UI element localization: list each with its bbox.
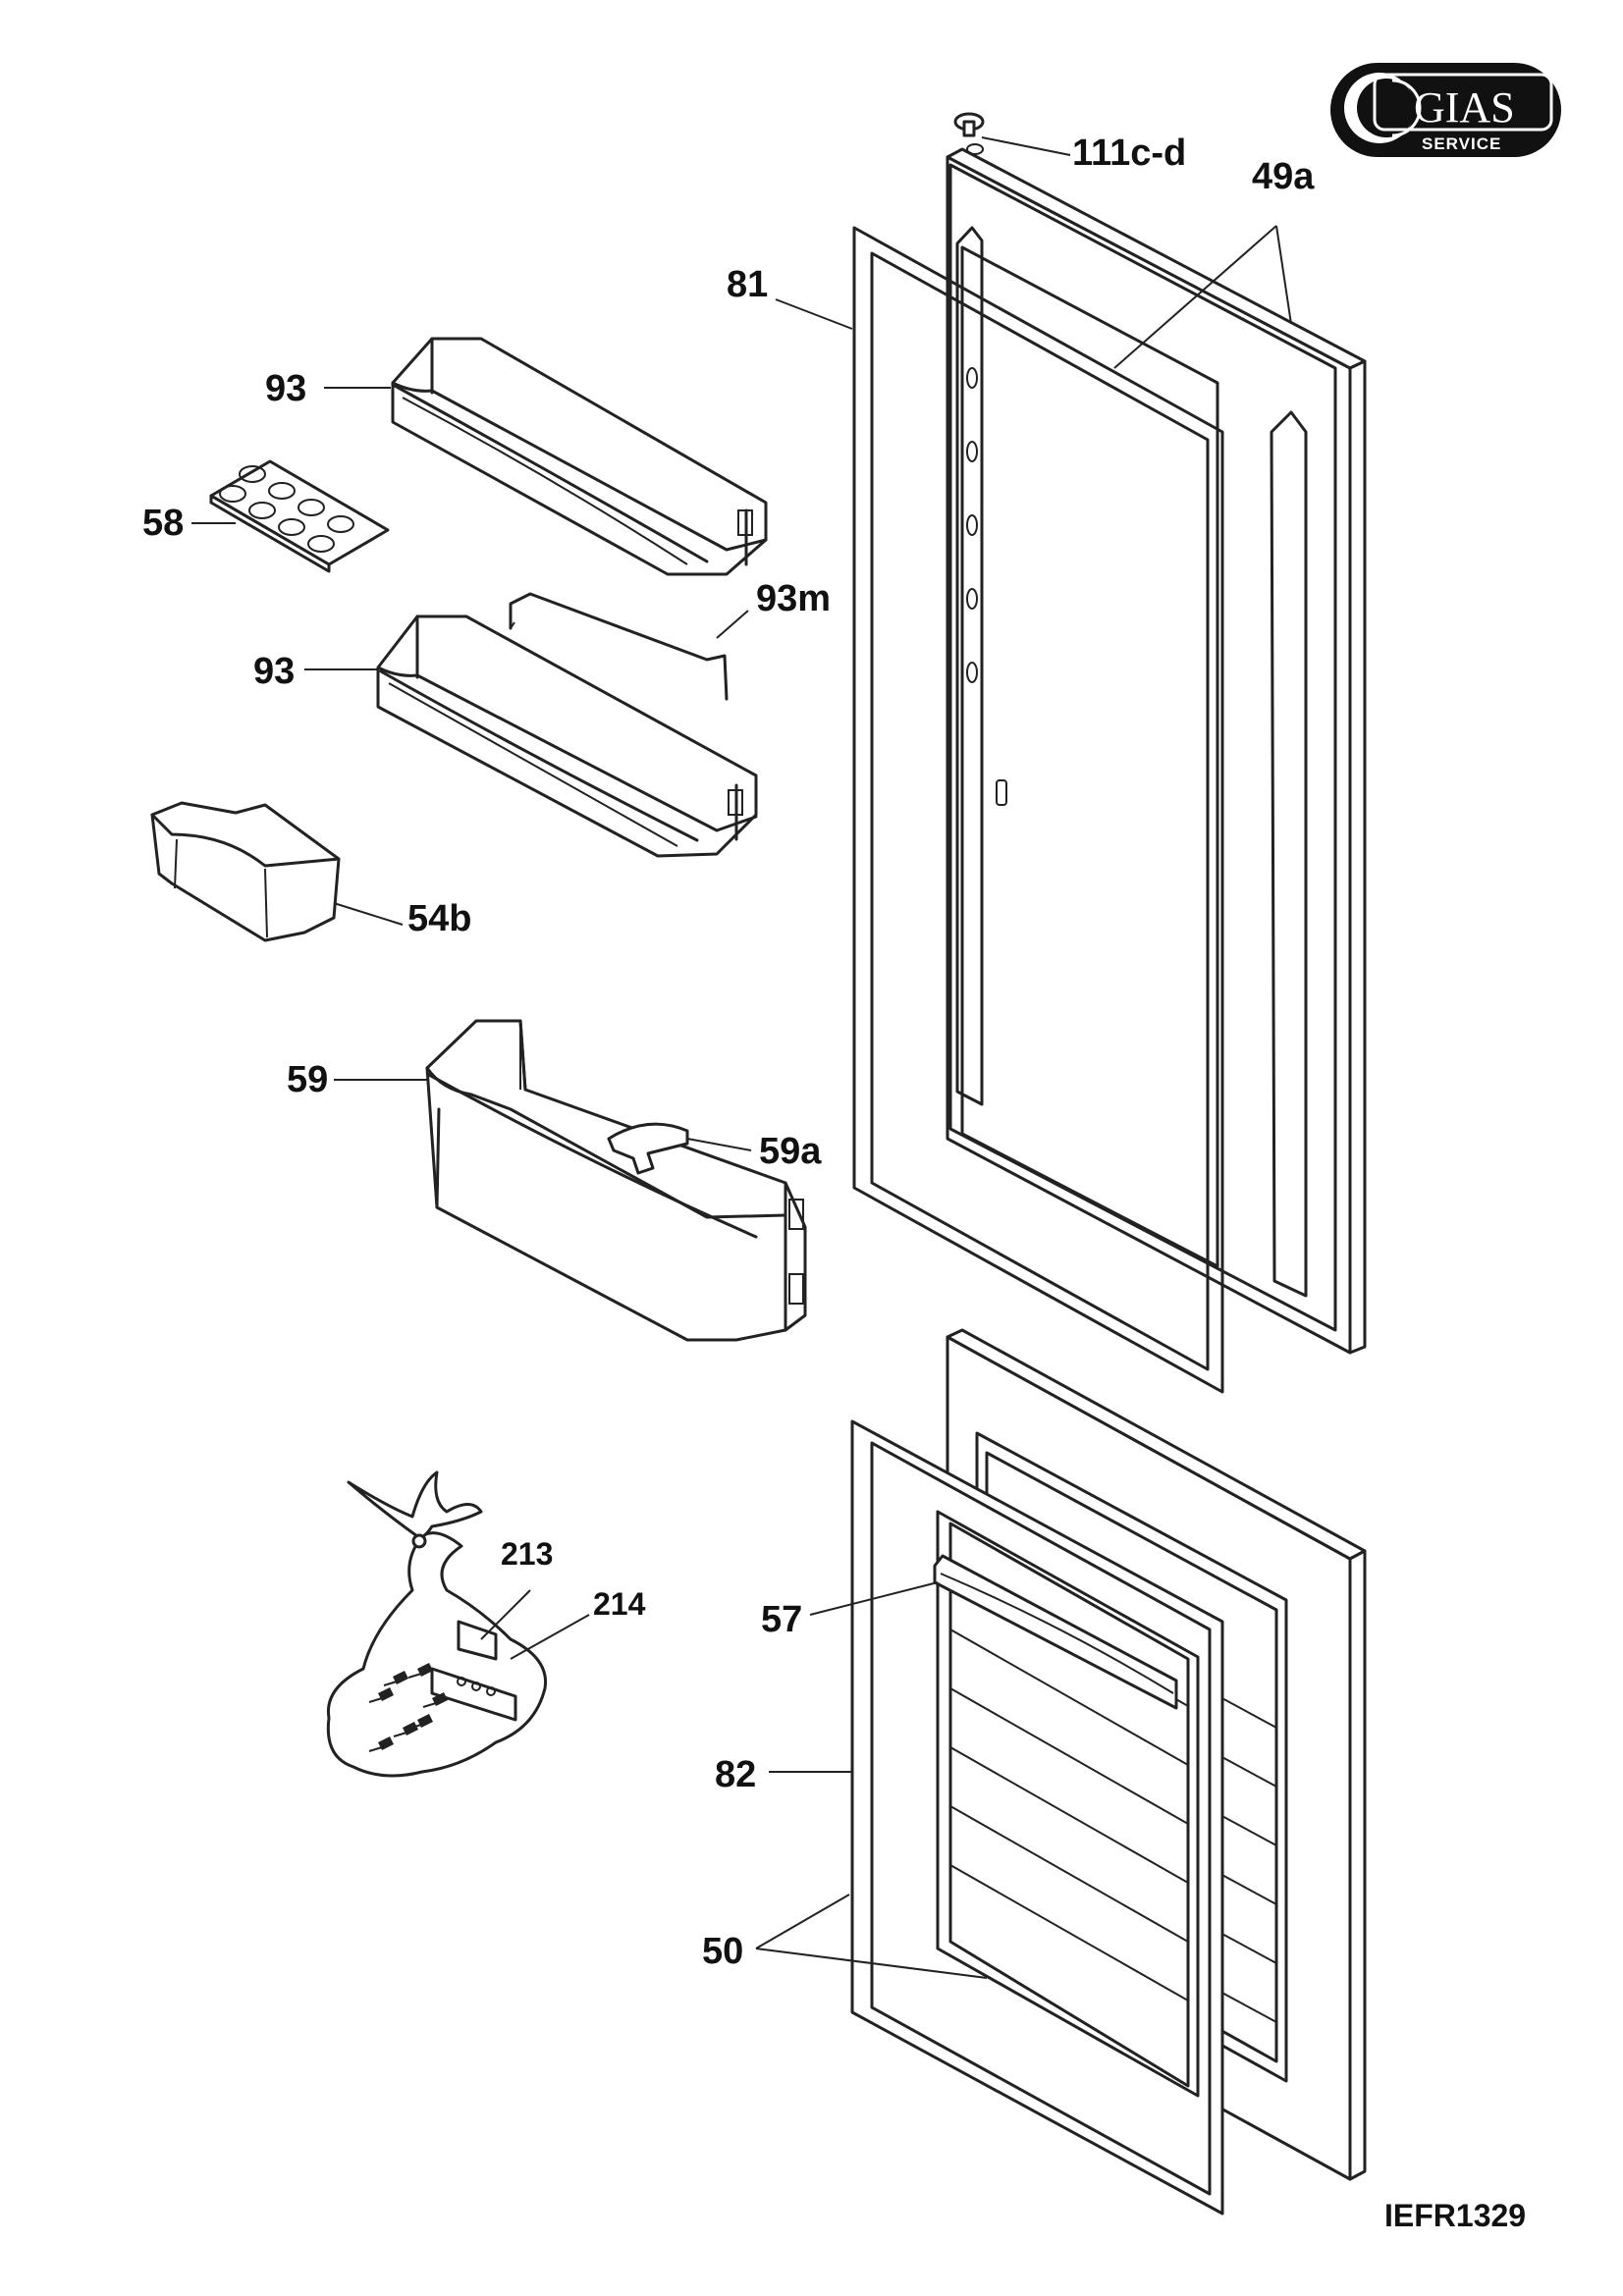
door-shelf-93-middle <box>376 614 758 858</box>
label-49a: 49a <box>1252 156 1315 197</box>
wire-rack-93m <box>509 592 729 701</box>
gias-service-logo: GIAS SERVICE <box>1330 63 1561 157</box>
label-57: 57 <box>761 1599 802 1640</box>
bottle-shelf-59 <box>425 1019 807 1342</box>
callout-labels: 111c-d 49a 81 93 58 93m 93 54b 59 59a 21… <box>142 133 1315 1972</box>
label-59a: 59a <box>759 1131 822 1172</box>
upper-door-panel-49a <box>946 147 1367 1355</box>
label-59: 59 <box>287 1059 328 1100</box>
leader-lines <box>191 136 1292 1979</box>
logo-brand-text: GIAS <box>1414 83 1515 132</box>
drawing-reference-code: IEFR1329 <box>1384 2198 1526 2233</box>
label-82: 82 <box>715 1754 756 1795</box>
screw-111c-d <box>953 112 985 155</box>
label-50: 50 <box>702 1931 743 1972</box>
handle-57 <box>933 1554 1178 1710</box>
upper-door-gasket-81 <box>852 226 1224 1394</box>
bottle-clip-59a <box>607 1122 689 1175</box>
label-214: 214 <box>593 1586 646 1622</box>
label-81: 81 <box>727 264 768 305</box>
logo-subtitle-text: SERVICE <box>1422 134 1501 153</box>
label-93-middle: 93 <box>253 651 295 692</box>
label-93m: 93m <box>756 578 831 619</box>
label-213: 213 <box>501 1536 553 1572</box>
label-93-top: 93 <box>265 368 306 409</box>
label-111c-d: 111c-d <box>1072 133 1186 174</box>
label-54b: 54b <box>407 898 471 939</box>
butter-box-54b <box>150 801 341 942</box>
egg-tray-58 <box>209 459 390 573</box>
label-58: 58 <box>142 503 184 544</box>
hardware-bag-213-214 <box>326 1470 548 1778</box>
lower-door-gasket-82 <box>850 1419 1224 2216</box>
door-shelf-93-top <box>391 337 768 576</box>
